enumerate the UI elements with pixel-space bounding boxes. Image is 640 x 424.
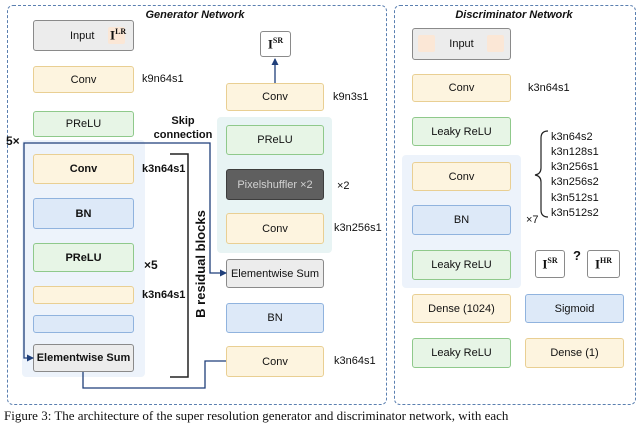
- res-times-5-label: ×5: [144, 258, 158, 272]
- up-pixelshuffler-label: Pixelshuffler ×2: [237, 178, 313, 191]
- up-conv-param: k3n256s1: [334, 222, 382, 234]
- disc-param-brace: [534, 130, 549, 218]
- generator-panel: [7, 5, 387, 405]
- disc-conv-label: Conv: [448, 82, 475, 94]
- residual-bracket: [170, 153, 189, 378]
- disc-param-3: k3n256s2: [551, 176, 599, 188]
- repeat-5x-label: 5×: [6, 134, 20, 148]
- disc-conv2-block: Conv: [412, 162, 511, 191]
- res-conv-label: Conv: [69, 163, 98, 175]
- residual-out-line: [82, 360, 226, 389]
- discriminator-panel: [394, 5, 636, 405]
- disc-bn-block: BN: [412, 205, 511, 235]
- disc-hr-symbol: IHR: [594, 255, 613, 272]
- disc-param-0: k3n64s2: [551, 131, 593, 143]
- disc-param-1: k3n128s1: [551, 146, 599, 158]
- res-prelu-block: PReLU: [33, 243, 134, 272]
- disc-param-2: k3n256s1: [551, 161, 599, 173]
- up-times-2-label: ×2: [337, 180, 350, 192]
- disc-bn-label: BN: [453, 214, 470, 226]
- disc-sigmoid-block: Sigmoid: [525, 294, 624, 323]
- disc-input-tile-left: [418, 35, 435, 52]
- res-prelu-label: PReLU: [65, 251, 102, 264]
- up-prelu-block: PReLU: [226, 125, 324, 155]
- disc-question-mark: ?: [573, 248, 581, 263]
- disc-dense1-block: Dense (1): [525, 338, 624, 368]
- sr-output-block: ISR: [260, 31, 291, 57]
- gen-conv-label: Conv: [70, 73, 97, 86]
- disc-leaky2-block: Leaky ReLU: [412, 250, 511, 280]
- sr-output-symbol: ISR: [267, 35, 284, 52]
- res-bn2-block: [33, 315, 134, 333]
- res-bn-label: BN: [75, 207, 92, 220]
- gen-prelu-label: PReLU: [65, 118, 102, 130]
- gen-prelu-block: PReLU: [33, 111, 134, 137]
- res-conv2-param: k3n64s1: [142, 289, 186, 301]
- disc-leaky2-label: Leaky ReLU: [431, 259, 492, 271]
- gen-conv-param: k9n64s1: [142, 73, 184, 85]
- disc-dense1024-label: Dense (1024): [428, 302, 495, 315]
- disc-conv-param: k3n64s1: [528, 82, 570, 94]
- res-sum-label: Elementwise Sum: [36, 352, 131, 364]
- res-bn-block: BN: [33, 198, 134, 229]
- disc-sigmoid-label: Sigmoid: [554, 302, 595, 315]
- disc-param-4: k3n512s1: [551, 192, 599, 204]
- up-conv-top-label: Conv: [262, 91, 288, 103]
- res-conv-block: Conv: [33, 154, 134, 184]
- disc-leaky3-label: Leaky ReLU: [431, 347, 492, 359]
- disc-sr-symbol: ISR: [542, 255, 558, 272]
- up-conv-bottom-param: k3n64s1: [334, 355, 376, 367]
- up-sum-label: Elementwise Sum: [230, 267, 320, 280]
- disc-conv2-label: Conv: [448, 170, 475, 183]
- gen-input-label: Input: [70, 29, 95, 42]
- up-conv-bottom-label: Conv: [262, 355, 288, 368]
- up-pixelshuffler-block: Pixelshuffler ×2: [226, 169, 324, 200]
- lr-symbol: ILR: [110, 27, 127, 43]
- up-sum-block: Elementwise Sum: [226, 259, 324, 288]
- gen-conv-block: Conv: [33, 66, 134, 93]
- up-bn-block: BN: [226, 303, 324, 333]
- discriminator-title: Discriminator Network: [455, 9, 573, 21]
- disc-times-7-label: ×7: [526, 214, 539, 226]
- res-conv2-block: [33, 286, 134, 304]
- up-conv-label: Conv: [262, 222, 288, 235]
- skip-connection-long-line: [83, 142, 227, 277]
- generator-title: Generator Network: [145, 9, 245, 21]
- up-bn-label: BN: [267, 312, 283, 324]
- disc-hr-block: IHR: [587, 250, 620, 278]
- res-sum-block: Elementwise Sum: [33, 344, 134, 372]
- up-conv-top-param: k9n3s1: [333, 91, 369, 103]
- disc-param-5: k3n512s2: [551, 207, 599, 219]
- lr-image-tile: [108, 27, 125, 44]
- disc-sr-block: ISR: [535, 250, 565, 278]
- disc-conv-block: Conv: [412, 74, 511, 102]
- disc-input-label: Input: [449, 38, 474, 50]
- figure-caption: Figure 3: The architecture of the super …: [4, 408, 509, 423]
- disc-leaky1-label: Leaky ReLU: [431, 125, 492, 138]
- up-conv-bottom-block: Conv: [226, 346, 324, 377]
- disc-leaky3-block: Leaky ReLU: [412, 338, 511, 368]
- res-conv-param: k3n64s1: [142, 163, 186, 175]
- disc-input-tile-right: [487, 35, 504, 52]
- up-conv-top-block: Conv: [226, 83, 324, 111]
- disc-dense1-label: Dense (1): [550, 347, 599, 359]
- disc-leaky1-block: Leaky ReLU: [412, 117, 511, 146]
- up-prelu-label: PReLU: [257, 134, 293, 146]
- up-conv-block: Conv: [226, 213, 324, 244]
- skip-connection-line: [23, 142, 83, 362]
- disc-dense1024-block: Dense (1024): [412, 294, 511, 323]
- skip-connection-label: Skip connection: [153, 115, 213, 141]
